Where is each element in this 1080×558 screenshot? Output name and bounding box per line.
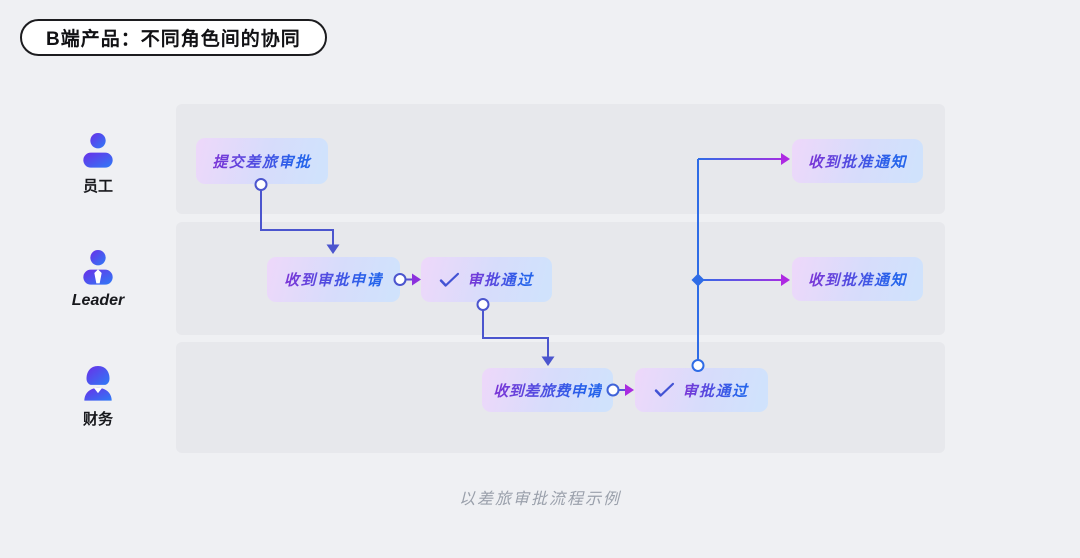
- role-label: Leader: [71, 292, 125, 309]
- check-icon: [655, 382, 675, 397]
- node-receive-approval-request: 收到审批申请: [267, 257, 400, 302]
- node-label: 提交差旅审批: [212, 151, 311, 172]
- person-female-icon: [84, 366, 112, 401]
- person-tie-icon: [83, 250, 113, 285]
- node-label: 收到批准通知: [808, 151, 907, 172]
- page-title: B端产品：不同角色间的协同: [20, 19, 327, 56]
- node-label: 审批通过: [682, 380, 748, 401]
- role-label: 员工: [82, 178, 113, 195]
- node-label: 收到批准通知: [808, 269, 907, 290]
- role-label: 财务: [82, 411, 113, 428]
- role-finance: 财务: [56, 363, 140, 429]
- node-receive-expense-request: 收到差旅费申请: [482, 368, 613, 412]
- node-label: 审批通过: [467, 269, 533, 290]
- node-leader-approved: 审批通过: [421, 257, 552, 302]
- page-title-text: B端产品：不同角色间的协同: [46, 29, 301, 50]
- role-leader: Leader: [56, 247, 140, 310]
- person-icon: [83, 133, 113, 168]
- node-notice-leader: 收到批准通知: [792, 257, 923, 301]
- node-submit-travel-approval: 提交差旅审批: [196, 138, 328, 184]
- node-notice-employee: 收到批准通知: [792, 139, 923, 183]
- check-icon: [440, 272, 460, 287]
- caption: 以差旅审批流程示例: [458, 491, 621, 508]
- node-finance-approved: 审批通过: [635, 368, 768, 412]
- node-label: 收到审批申请: [284, 269, 383, 290]
- role-employee: 员工: [56, 130, 140, 196]
- node-label: 收到差旅费申请: [493, 380, 602, 401]
